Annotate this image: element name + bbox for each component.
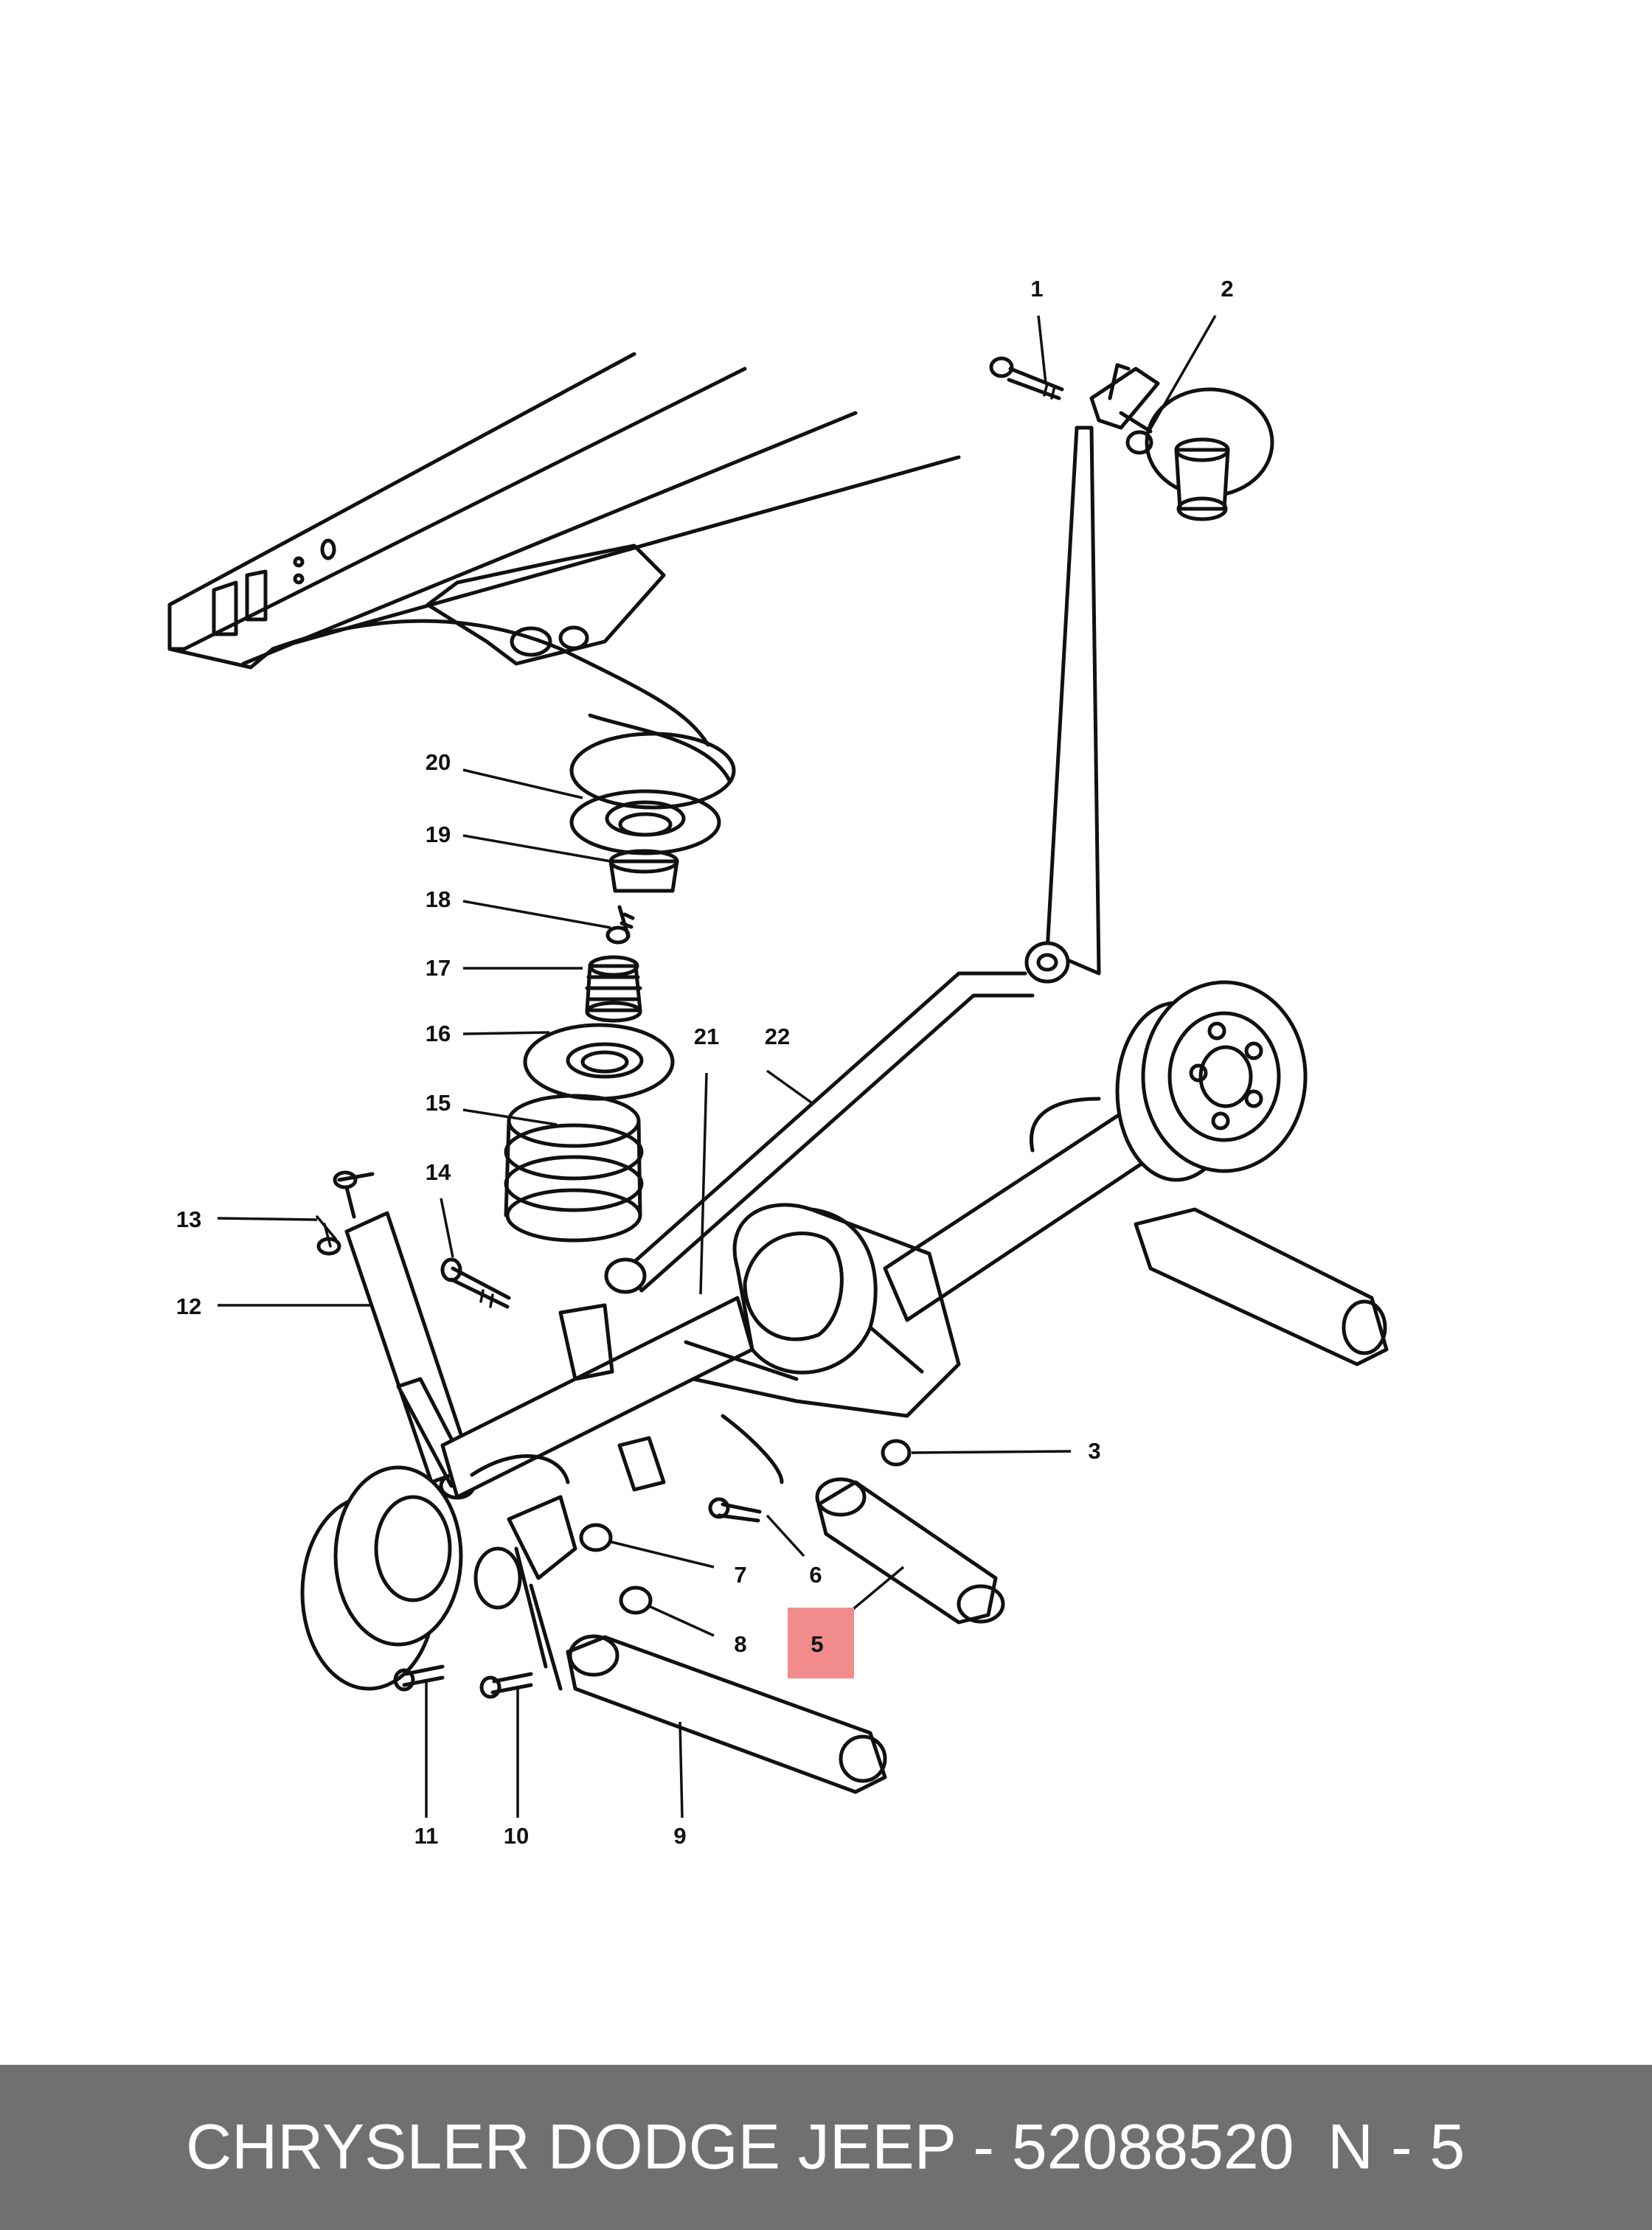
callout-14: 14 [426, 1159, 451, 1185]
upper-spring-seat [569, 732, 736, 945]
callout-1: 1 [1030, 276, 1043, 302]
callout-11: 11 [414, 1823, 439, 1849]
upper-control-arm [815, 1477, 1005, 1625]
callout-18: 18 [426, 886, 451, 912]
coil-spring [504, 1094, 644, 1243]
lower-control-arm-right [1134, 1207, 1389, 1366]
brand-and-part-number: CHRYSLER DODGE JEEP - 52088520 [186, 2111, 1294, 2183]
fasteners [393, 1439, 912, 1699]
callout-labels: 1 2 3 5 6 7 8 9 10 11 12 13 14 15 16 17 … [176, 276, 1234, 1849]
callout-9: 9 [673, 1823, 686, 1849]
callout-2: 2 [1221, 276, 1233, 302]
callout-5: 5 [811, 1631, 823, 1657]
rear-axle [440, 1111, 1153, 1499]
callout-10: 10 [504, 1823, 529, 1849]
callout-15: 15 [426, 1090, 451, 1116]
callout-21: 21 [694, 1024, 719, 1049]
track-bar [604, 425, 1101, 1294]
highlight-box-5 [788, 1608, 854, 1678]
callout-22: 22 [765, 1024, 790, 1049]
diagram-reference: N - 5 [1328, 2111, 1465, 2183]
callout-16: 16 [426, 1021, 451, 1046]
callout-3: 3 [1088, 1438, 1100, 1464]
axle-brackets [507, 1303, 666, 1691]
callout-6: 6 [809, 1562, 822, 1588]
callout-13: 13 [176, 1206, 201, 1232]
frame-rail [167, 352, 961, 784]
callout-20: 20 [426, 749, 451, 775]
callout-19: 19 [426, 822, 451, 847]
suspension-exploded-diagram: 1 2 3 5 6 7 8 9 10 11 12 13 14 15 16 17 … [167, 276, 1389, 1849]
lower-control-arm [566, 1634, 887, 1794]
jounce-bumper [585, 955, 642, 1023]
bolt-14 [440, 1257, 511, 1309]
spring-isolator [523, 1023, 675, 1101]
callout-12: 12 [176, 1293, 201, 1319]
callout-8: 8 [734, 1631, 746, 1657]
part-number-footer: CHRYSLER DODGE JEEP - 52088520 N - 5 [0, 2065, 1652, 2230]
brake-drum-left [300, 1454, 570, 1691]
callout-7: 7 [734, 1562, 746, 1588]
leader-lines [217, 315, 1217, 1819]
brake-drum-right [1030, 980, 1308, 1182]
track-bar-bracket [989, 356, 1274, 521]
callout-17: 17 [426, 955, 451, 981]
